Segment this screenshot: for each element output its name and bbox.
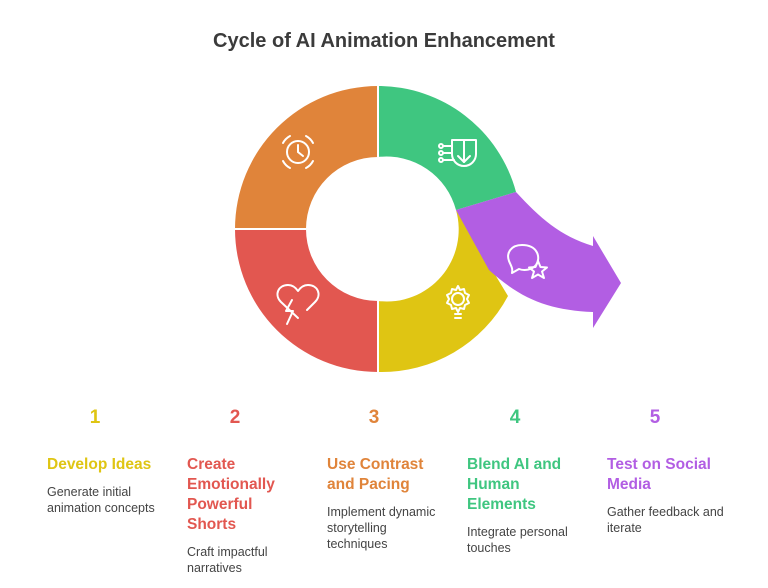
diagram-title: Cycle of AI Animation Enhancement <box>213 30 555 52</box>
cycle-diagram <box>235 86 621 373</box>
segment-develop <box>378 210 508 373</box>
step-number-1: 1 <box>89 407 101 428</box>
step-title: Use Contrast and Pacing <box>327 456 424 493</box>
step-description: Gather feedback and iterate <box>607 505 724 535</box>
step-number-5: 5 <box>649 407 661 428</box>
heart-lightning-icon <box>276 284 320 325</box>
step-number-3: 3 <box>368 407 380 428</box>
step-description: Generate initial animation concepts <box>47 485 155 515</box>
segment-blend <box>378 86 516 210</box>
lightbulb-gear-icon <box>446 285 470 319</box>
step-number-4: 4 <box>509 407 521 428</box>
step-description: Integrate personal touches <box>467 525 568 555</box>
step-description: Craft impactful narratives <box>187 545 268 575</box>
step-test-social: Test on Social Media Gather feedback and… <box>607 455 735 536</box>
step-title: Create Emotionally Powerful Shorts <box>187 456 275 533</box>
step-title: Test on Social Media <box>607 456 711 493</box>
step-description: Implement dynamic storytelling technique… <box>327 505 436 551</box>
step-title: Blend AI and Human Elements <box>467 456 562 513</box>
step-number-2: 2 <box>229 407 241 428</box>
chat-star-icon <box>507 244 548 279</box>
clock-icon <box>282 135 314 169</box>
step-create-shorts: Create Emotionally Powerful Shorts Craft… <box>187 455 287 576</box>
circuit-shield-icon <box>438 139 477 167</box>
step-contrast-pacing: Use Contrast and Pacing Implement dynami… <box>327 455 445 552</box>
segment-create <box>235 229 378 372</box>
step-develop-ideas: Develop Ideas Generate initial animation… <box>47 455 179 516</box>
step-title: Develop Ideas <box>47 456 152 473</box>
step-blend-ai-human: Blend AI and Human Elements Integrate pe… <box>467 455 577 556</box>
